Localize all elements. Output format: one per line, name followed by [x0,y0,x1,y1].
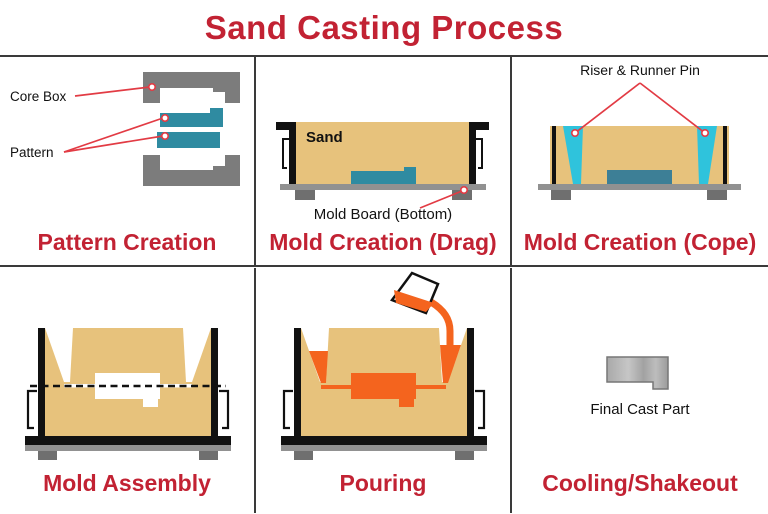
drag-left-hook [282,138,290,169]
ladle-metal [394,290,434,312]
panel-cooling: Final Cast Part Cooling/Shakeout [512,268,768,513]
core-box-label: Core Box [10,89,67,104]
assembly-right-bar [211,328,218,437]
assembly-left-hook [26,389,37,430]
diagram-title-band: Sand Casting Process [0,0,768,55]
cope-right-bar [723,126,727,184]
pattern-pointer-line-1 [63,117,164,153]
drag-left-tab [276,122,296,130]
assembly-mold-board [25,445,231,451]
cope-left-bar [552,126,556,184]
final-cast-part-shape [606,356,669,390]
cooling-illustration [606,356,669,390]
panel-mold-cope: Riser & Runner Pin Mold Creation (Cope) [512,57,768,267]
mold-assembly-title: Mold Assembly [43,470,211,496]
pouring-bottom-bar [281,436,487,445]
assembly-right-foot [199,451,218,460]
assembly-sprue-void [45,328,73,382]
cooling-title: Cooling/Shakeout [542,470,738,496]
pattern-pointer-dot-2 [161,132,170,141]
pattern-top-shape [160,108,223,127]
pouring-mold-board [281,445,487,451]
core-box-pointer-line [74,86,151,97]
drag-right-bar [469,122,476,184]
panel-mold-drag: Sand Mold Board (Bottom) Mold Creation (… [256,57,512,267]
cope-left-foot [551,190,571,200]
runner-pointer-dot [701,129,710,138]
pattern-creation-title: Pattern Creation [37,229,217,255]
riser-pointer-dot [570,129,579,138]
mold-board-pointer-line [419,190,463,209]
runner-metal-left [321,385,353,389]
core-box-pointer-dot [148,82,157,91]
pouring-right-hook [475,389,486,430]
sprue-metal-fill [309,351,328,383]
mold-board-label: Mold Board (Bottom) [313,206,453,223]
drag-right-foot [452,190,472,200]
drag-right-hook [475,138,483,169]
mold-cope-title: Mold Creation (Cope) [523,229,757,255]
mold-assembly-illustration [25,328,231,460]
cavity-metal-fill [351,373,416,399]
drag-pattern-shape [351,171,416,184]
runner-pointer-line [639,82,706,134]
cavity-step-metal-fill [399,399,414,407]
drag-left-foot [295,190,315,200]
core-box-bottom-shape [143,155,240,186]
assembly-left-bar [38,328,45,437]
drag-left-bar [289,122,296,184]
pattern-creation-illustration [63,72,240,186]
mold-cope-illustration [538,82,741,200]
drag-pattern-step [404,167,416,172]
diagram-title: Sand Casting Process [204,8,564,46]
mold-drag-illustration [276,122,489,209]
riser-metal-fill [440,345,461,383]
runner-pin-shape [697,126,717,184]
panel-pattern-creation: Core Box Pattern Pattern Creation [0,57,256,267]
pattern-label: Pattern [10,145,54,160]
assembly-cavity-step-void [143,399,158,407]
pattern-pointer-dot-1 [161,113,170,122]
riser-pin-shape [563,126,583,184]
pouring-left-bar [294,328,301,437]
panel-pouring: Pouring [256,268,512,513]
pattern-bottom-shape [157,132,220,148]
assembly-riser-void [183,328,211,382]
pouring-left-foot [294,451,313,460]
mold-board-pointer-dot [460,186,469,195]
assembly-right-hook [219,389,230,430]
cope-mold-board [538,184,741,190]
assembly-bottom-bar [25,436,231,445]
pouring-right-bar [467,328,474,437]
core-box-top-shape [143,72,240,103]
runner-metal-right [414,385,446,389]
assembly-left-foot [38,451,57,460]
cope-right-foot [707,190,727,200]
sand-label: Sand [306,129,343,146]
process-grid: Core Box Pattern Pattern Creation Sand M… [0,55,768,514]
pouring-title: Pouring [339,470,427,496]
final-cast-part-label: Final Cast Part [590,401,690,418]
pouring-illustration [281,271,487,460]
panel-mold-assembly: Mold Assembly [0,268,256,513]
drag-right-tab [469,122,489,130]
riser-runner-label: Riser & Runner Pin [580,62,700,78]
pour-stream [429,299,454,348]
pattern-pointer-line-2 [63,135,164,153]
cope-pattern-shape [607,170,672,184]
pouring-left-hook [282,389,293,430]
pouring-right-foot [455,451,474,460]
drag-mold-board [280,184,486,190]
riser-pointer-line [574,82,641,134]
mold-drag-title: Mold Creation (Drag) [269,229,497,255]
